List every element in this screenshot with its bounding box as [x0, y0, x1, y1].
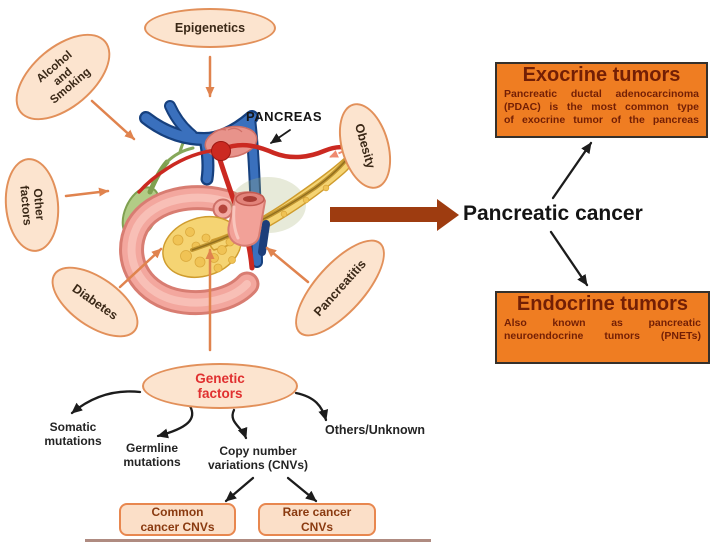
copy-number-variations-label: Copy number variations (CNVs)	[207, 444, 309, 473]
pancreas-pointer-arrow	[270, 129, 291, 144]
pancreas-illustration	[119, 100, 357, 315]
exocrine-tumors-body: Pancreatic ductal adenocarcinoma (PDAC) …	[504, 87, 699, 127]
bowel-cylinder-shape	[227, 191, 267, 247]
factor-other-label: Other factors	[17, 184, 48, 227]
factor-diabetes-label: Diabetes	[69, 281, 121, 323]
rare-cancer-cnvs-box: Rare cancer CNVs	[258, 503, 376, 536]
factor-epigenetics: Epigenetics	[144, 8, 276, 48]
factor-alcohol-smoking-label: Alcohol and Smoking	[34, 48, 94, 107]
rare-cancer-cnvs-label: Rare cancer CNVs	[282, 505, 352, 534]
factor-obesity-label: Obesity	[351, 122, 379, 170]
endocrine-tumors-box: Endocrine tumors Also known as pancreati…	[495, 291, 710, 364]
duodenum-shape	[119, 185, 260, 315]
exocrine-link-arrow	[551, 141, 593, 200]
exocrine-tumors-box: Exocrine tumors Pancreatic ductal adenoc…	[495, 62, 708, 138]
pancreatic-cancer-label: Pancreatic cancer	[463, 202, 643, 225]
germline-mutations-label: Germline mutations	[123, 441, 181, 470]
germline-branch-arrow	[156, 404, 194, 439]
figure-bottom-edge	[85, 539, 431, 542]
alcohol-arrow	[90, 99, 136, 141]
pancreas-label: PANCREAS	[246, 109, 322, 124]
common-cnv-arrow	[224, 476, 255, 503]
cancer-arrow	[330, 199, 459, 231]
rare-cnv-arrow	[286, 476, 318, 503]
somatic-branch-arrow	[70, 390, 142, 415]
somatic-mutations-label: Somatic mutations	[44, 420, 102, 449]
other-factors-arrow	[64, 187, 110, 198]
others-branch-arrow	[294, 391, 329, 422]
exocrine-tumors-title: Exocrine tumors	[522, 64, 681, 86]
factor-genetic: Genetic factors	[142, 363, 298, 409]
common-cancer-cnvs-label: Common cancer CNVs	[140, 505, 215, 534]
endocrine-tumors-title: Endocrine tumors	[516, 293, 689, 315]
others-unknown-label: Others/Unknown	[324, 423, 425, 437]
pancreatitis-arrow	[265, 246, 310, 284]
factor-epigenetics-label: Epigenetics	[174, 21, 246, 35]
copy-number-branch-arrow	[231, 408, 248, 440]
endocrine-link-arrow	[549, 230, 589, 287]
factor-genetic-label: Genetic factors	[195, 370, 245, 401]
endocrine-tumors-body: Also known as pancreatic neuroendocrine …	[504, 316, 701, 342]
common-cancer-cnvs-box: Common cancer CNVs	[119, 503, 236, 536]
diabetes-arrow	[118, 247, 163, 289]
